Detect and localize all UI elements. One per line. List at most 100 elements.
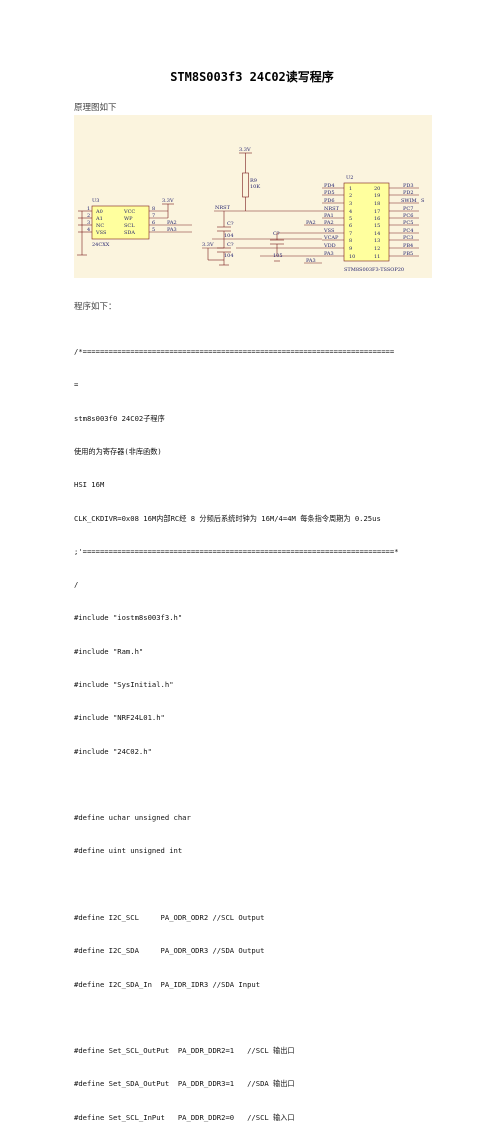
u2-left-pin: PA2 bbox=[324, 220, 334, 226]
u2-pin-number: 20 bbox=[374, 186, 380, 192]
u3-pin-label: A1 bbox=[95, 216, 103, 222]
u2-part: STM8S003F3-TSSOP20 bbox=[344, 267, 404, 273]
u2-pin-number: 13 bbox=[374, 238, 380, 244]
u2-left-pin: VSS bbox=[323, 228, 335, 234]
u3-net-label: PA2 bbox=[167, 220, 177, 226]
code-line: #include "SysInitial.h" bbox=[74, 680, 174, 689]
u2-ext-net: PA2 bbox=[306, 220, 316, 226]
code-line: /*======================================… bbox=[74, 347, 395, 357]
u2-right-pin: PB5 bbox=[403, 251, 413, 257]
code-line: #define Set_SCL_OutPut PA_DDR_DDR2=1 //S… bbox=[74, 1046, 295, 1056]
u3-net-label: PA3 bbox=[167, 227, 177, 233]
code-line bbox=[74, 879, 444, 890]
u3-part: 24CXX bbox=[92, 242, 110, 248]
schematic-diagram: 3.3V R9 10K NRST C? 104 C? 104 C? 105 3.… bbox=[74, 115, 432, 278]
u2-pin-number: 8 bbox=[349, 238, 352, 244]
u2-left-pin: VCAP bbox=[323, 235, 339, 241]
schematic-caption: 原理图如下 bbox=[74, 103, 117, 113]
r9-value: 10K bbox=[250, 184, 260, 190]
cap-b-value: 104 bbox=[224, 253, 234, 259]
code-caption: 程序如下： bbox=[74, 302, 117, 312]
cap-b-ref: C? bbox=[227, 242, 234, 248]
u3-pin-number: 6 bbox=[152, 220, 155, 226]
u2-right-pin: PC7 bbox=[403, 206, 413, 212]
u2-left-pin: PA1 bbox=[324, 213, 334, 219]
u3-pin-label: SDA bbox=[124, 230, 135, 236]
code-line: 使用的为寄存器(非库函数) bbox=[74, 447, 162, 457]
u2-right-pin: PD3 bbox=[403, 183, 414, 189]
u2-left-pin: PD4 bbox=[324, 183, 335, 189]
code-line: #include "iostm8s003f3.h" bbox=[74, 613, 183, 623]
code-line: #define I2C_SCL PA_ODR_ODR2 //SCL Output bbox=[74, 912, 265, 922]
code-line: #define Set_SCL_InPut PA_DDR_DDR2=0 //SC… bbox=[74, 1112, 295, 1122]
vcc-left-label: 3.3V bbox=[202, 242, 214, 248]
u2-left-pin: PA3 bbox=[324, 251, 334, 257]
vcc-top-label: 3.3V bbox=[239, 147, 251, 153]
u2-right-pin: PB4 bbox=[403, 243, 413, 249]
u2-pin-number: 17 bbox=[374, 209, 380, 215]
u2-pin-number: 9 bbox=[349, 246, 352, 252]
u3-pin-number: 1 bbox=[87, 206, 90, 212]
u3-pin-label: VCC bbox=[123, 209, 135, 215]
cap-a-value: 104 bbox=[224, 233, 234, 239]
u2-pin-number: 12 bbox=[374, 246, 380, 252]
cap-a-ref: C? bbox=[227, 221, 234, 227]
u2-ext-net: PA3 bbox=[306, 258, 316, 264]
u3-pin-label: NC bbox=[96, 223, 104, 229]
u2-chip-body bbox=[343, 182, 390, 262]
code-line: / bbox=[74, 580, 79, 590]
u2-right-pin: PC6 bbox=[403, 213, 413, 219]
vcc-mid-label: 3.3V bbox=[162, 198, 174, 204]
u2-pin-number: 11 bbox=[374, 254, 380, 260]
u2-pin-number: 1 bbox=[349, 186, 352, 192]
u2-pin-number: 3 bbox=[349, 201, 352, 207]
u2-pin-number: 6 bbox=[349, 223, 352, 229]
code-line: HSI 16M bbox=[74, 480, 105, 490]
u3-pin-number: 7 bbox=[152, 213, 155, 219]
swim-ext-label: S bbox=[421, 198, 425, 204]
code-line: #define I2C_SDA_In PA_IDR_IDR3 //SDA Inp… bbox=[74, 979, 261, 989]
u2-pin-number: 16 bbox=[374, 216, 380, 222]
u3-pin-label: A0 bbox=[95, 209, 103, 215]
u3-pin-label: SCL bbox=[124, 223, 135, 229]
u3-pin-number: 4 bbox=[87, 227, 90, 233]
schematic-svg: 3.3V R9 10K NRST C? 104 C? 104 C? 105 3.… bbox=[77, 147, 425, 273]
code-line: #define uchar unsigned char bbox=[74, 813, 191, 823]
code-line: #define I2C_SDA PA_ODR_ODR3 //SDA Output bbox=[74, 946, 265, 956]
u2-pin-number: 15 bbox=[374, 223, 380, 229]
u2-right-pin: SWIM bbox=[401, 198, 417, 204]
u2-left-pin: VDD bbox=[323, 243, 336, 249]
code-line bbox=[74, 1012, 444, 1023]
page-title: STM8S003f3 24C02读写程序 bbox=[170, 70, 334, 84]
u2-left-pin: PD5 bbox=[324, 190, 335, 196]
u3-chip-body bbox=[91, 205, 150, 240]
u3-pin-number: 3 bbox=[87, 220, 90, 226]
u3-pin-label: WP bbox=[124, 216, 133, 222]
code-line: stm8s003f0 24C02子程序 bbox=[74, 413, 165, 423]
code-line: #define uint unsigned int bbox=[74, 846, 183, 856]
u3-pin-number: 5 bbox=[152, 227, 155, 233]
u2-pin-number: 7 bbox=[349, 231, 352, 237]
code-line: ;'======================================… bbox=[74, 546, 399, 556]
u3-ref: U3 bbox=[92, 198, 99, 204]
code-line: = bbox=[74, 380, 79, 390]
code-line: #include "Ram.h" bbox=[74, 646, 144, 656]
u3-pin-number: 2 bbox=[87, 213, 90, 219]
u2-pin-number: 2 bbox=[349, 193, 352, 199]
u2-right-pin: PC5 bbox=[403, 220, 413, 226]
u2-right-pin: PC4 bbox=[403, 228, 413, 234]
code-line: CLK_CKDIVR=0x08 16M内部RC经 8 分频后系统时钟为 16M/… bbox=[74, 513, 381, 523]
u2-ref: U2 bbox=[346, 175, 353, 181]
u2-pin-number: 4 bbox=[349, 209, 352, 215]
nrst-net-label: NRST bbox=[215, 205, 231, 211]
u2-left-pin: PD6 bbox=[324, 198, 335, 204]
code-line: #define Set_SDA_OutPut PA_DDR_DDR3=1 //S… bbox=[74, 1079, 295, 1089]
r9-ref: R9 bbox=[250, 178, 257, 184]
u2-pin-number: 19 bbox=[374, 193, 380, 199]
u2-right-pin: PC3 bbox=[403, 235, 413, 241]
u2-pin-number: 5 bbox=[349, 216, 352, 222]
code-line: #include "NRF24L01.h" bbox=[74, 713, 165, 723]
code-line bbox=[74, 779, 444, 790]
u2-pin-number: 14 bbox=[374, 231, 380, 237]
code-listing: /*======================================… bbox=[74, 324, 444, 1134]
